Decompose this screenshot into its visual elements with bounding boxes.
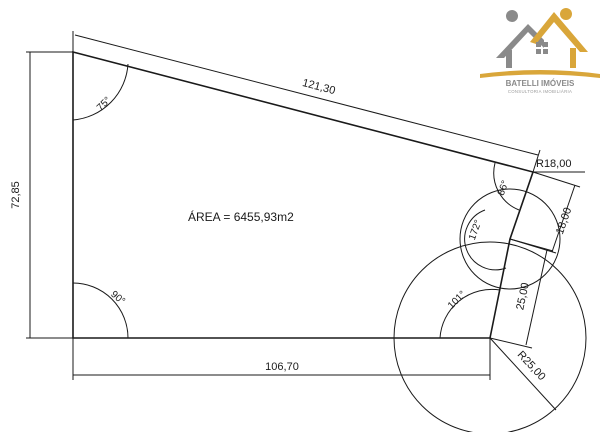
lot-boundary [72, 50, 535, 339]
angle-arc-top-right [493, 162, 520, 211]
angle-bottom-right-label: 101° [446, 289, 468, 311]
angle-arc-bottom-left [72, 282, 129, 339]
brand-tagline: CONSULTORIA IMOBILIÁRIA [508, 89, 572, 94]
angle-top-right-label: 86° [496, 179, 512, 197]
dim-bottom-label: 106,70 [265, 361, 299, 373]
dim-bottom [72, 338, 491, 380]
angle-bottom-left-label: 90° [108, 289, 127, 307]
radius-r25-label: R25,00 [515, 349, 548, 383]
dim-left [26, 51, 73, 339]
arc-circle-r18 [459, 188, 561, 290]
radius-r25-leader [489, 337, 557, 411]
dim-right-lower-label: 25,00 [514, 282, 531, 311]
brand-name: BATELLI IMÓVEIS [506, 79, 575, 88]
radius-r18-label: R18,00 [536, 158, 571, 170]
dim-left-label: 72,85 [10, 181, 22, 209]
dim-right-upper-label: 18,00 [554, 206, 574, 236]
angle-top-left-label: 75° [95, 95, 113, 113]
angle-arc-top-left [72, 63, 129, 121]
dim-top-label: 121,30 [301, 77, 337, 97]
angle-arc-bottom-right [439, 288, 501, 339]
dim-top [72, 31, 541, 173]
area-label: ÁREA = 6455,93m2 [188, 209, 294, 224]
dim-right-lower [489, 238, 554, 349]
brand-logo: BATELLI IMÓVEIS CONSULTORIA IMOBILIÁRIA [480, 8, 600, 94]
angle-arc-middle-right [464, 209, 507, 271]
house-icon [480, 8, 600, 78]
